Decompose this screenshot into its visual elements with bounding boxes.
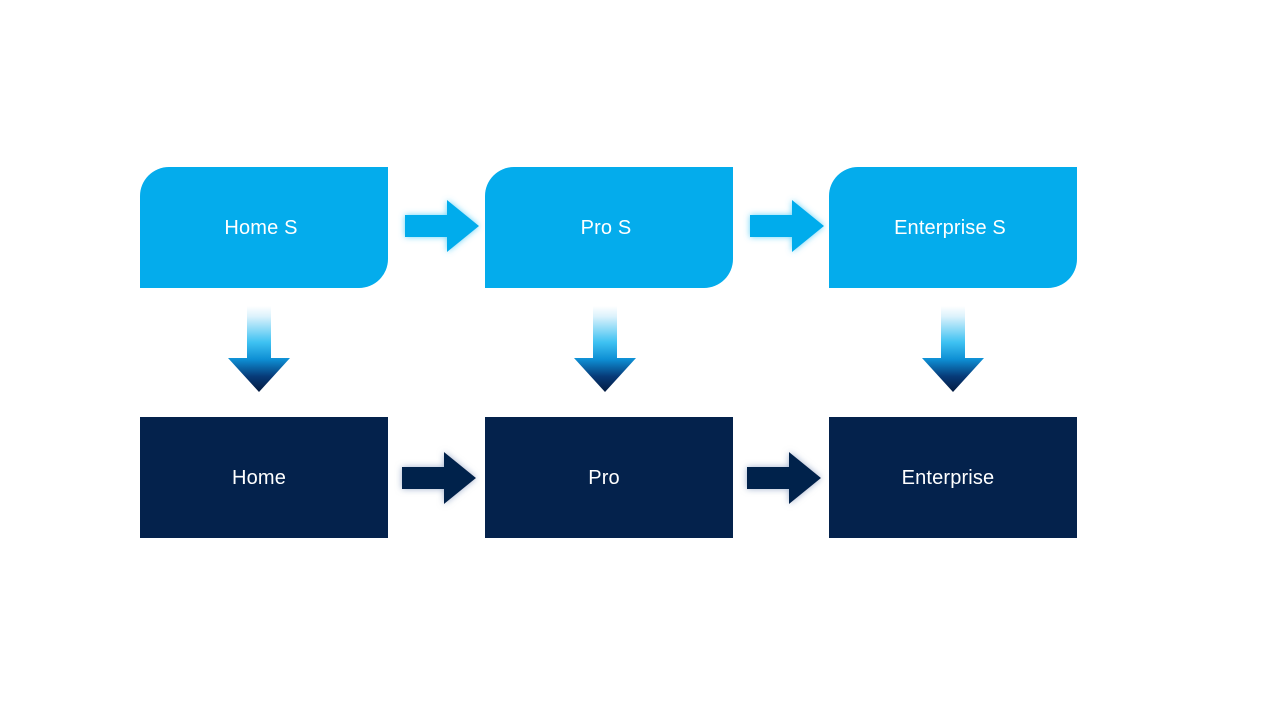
node-home-s[interactable]: Home S xyxy=(140,167,388,288)
arrow-down-icon xyxy=(228,306,290,392)
node-pro[interactable]: Pro xyxy=(485,417,733,538)
node-home[interactable]: Home xyxy=(140,417,388,538)
node-label: Home S xyxy=(224,216,298,239)
arrow-right-icon xyxy=(747,449,821,507)
arrow-right-icon xyxy=(402,449,476,507)
node-label: Pro S xyxy=(580,216,632,239)
arrow-down-icon xyxy=(922,306,984,392)
arrow-down-icon xyxy=(574,306,636,392)
node-label: Enterprise S xyxy=(894,216,1006,239)
node-pro-s[interactable]: Pro S xyxy=(485,167,733,288)
arrow-right-icon xyxy=(405,197,479,255)
arrow-right-icon xyxy=(750,197,824,255)
node-enterprise-s[interactable]: Enterprise S xyxy=(829,167,1077,288)
node-label: Pro xyxy=(588,466,620,489)
node-label: Enterprise xyxy=(901,466,995,489)
node-enterprise[interactable]: Enterprise xyxy=(829,417,1077,538)
node-label: Home xyxy=(232,466,286,489)
